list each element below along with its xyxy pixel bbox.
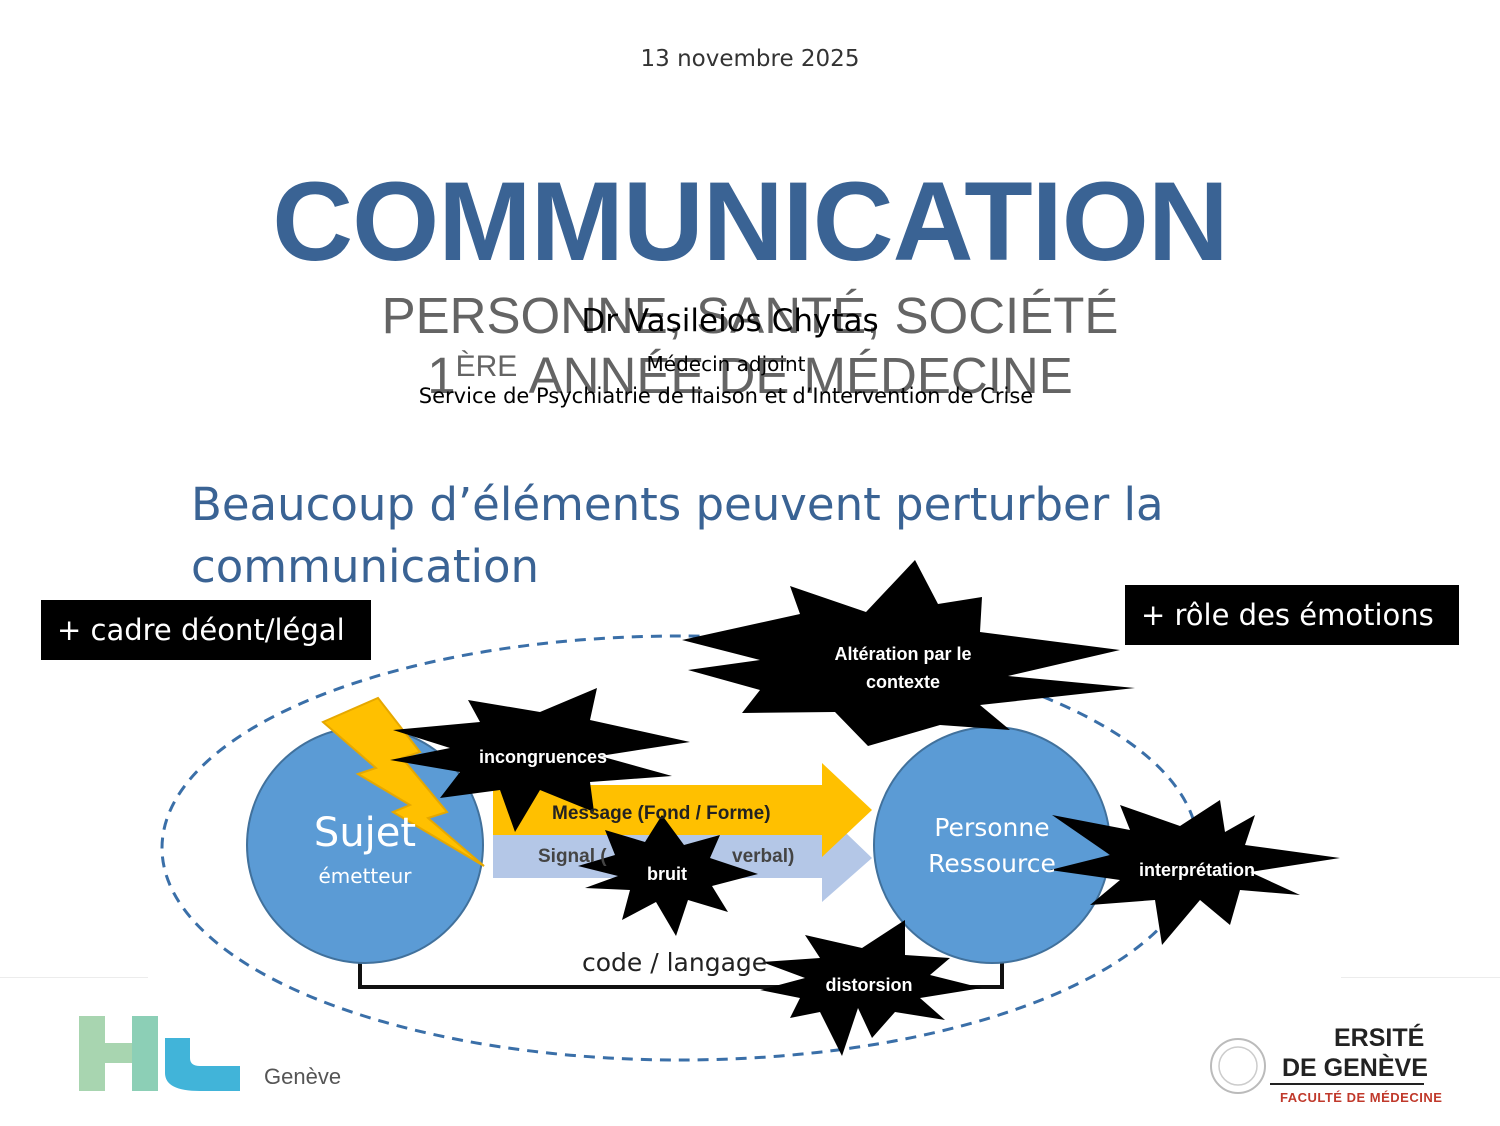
presentation-title: COMMUNICATION: [272, 159, 1228, 284]
signal-label-end: verbal): [732, 846, 794, 867]
receiver-line2: Ressource: [928, 849, 1056, 878]
course-year-number: 1: [427, 347, 456, 404]
signal-label-start: Signal (: [538, 846, 607, 867]
author-name: Dr Vasileios Chytas: [581, 303, 879, 339]
starburst-distorsion: [760, 920, 982, 1056]
presentation-date: 13 novembre 2025: [640, 46, 860, 72]
alteration-label-line1: Altération par le: [834, 644, 971, 664]
slide-heading: Beaucoup d’éléments peuvent perturber la…: [191, 478, 1164, 593]
course-year-ordinal: ÈRE: [455, 350, 518, 383]
unige-seal-icon: [1210, 1038, 1424, 1094]
starburst-interpretation: [1050, 800, 1340, 945]
author-role: Médecin adjoint: [646, 352, 806, 376]
starburst-alteration: [682, 560, 1135, 746]
hug-logo: [79, 1016, 240, 1091]
incongruences-label: incongruences: [479, 747, 607, 767]
emotions-role-note: + rôle des émotions: [1125, 585, 1459, 645]
hug-city-label: Genève: [264, 1064, 342, 1089]
code-label: code / langage: [582, 948, 767, 977]
starburst-incongruences: [390, 688, 690, 832]
unige-name-line1: ERSITÉ: [1334, 1024, 1425, 1052]
interpretation-label: interprétation: [1139, 860, 1255, 880]
alteration-label-line2: contexte: [866, 672, 940, 692]
emotions-role-note-text: + rôle des émotions: [1141, 598, 1434, 632]
lightning-bolt-icon: [321, 696, 485, 867]
receiver-line1: Personne: [934, 813, 1049, 842]
course-year: 1ÈRE ANNÉE DE MÉDECINE: [0, 350, 1500, 401]
code-bracket: [358, 958, 1004, 989]
sender-title: Sujet: [314, 810, 416, 856]
distorsion-label: distorsion: [825, 975, 912, 995]
author-service: Service de Psychiatrie de liaison et d’I…: [418, 384, 1034, 408]
starburst-bruit: [578, 815, 758, 936]
sender-subtitle: émetteur: [319, 864, 413, 888]
message-label: Message (Fond / Forme): [552, 803, 771, 824]
legal-frame-note: + cadre déont/légal: [41, 600, 371, 660]
course-year-label: ANNÉE DE MÉDECINE: [517, 347, 1073, 404]
bruit-label: bruit: [647, 864, 687, 884]
unige-faculty: FACULTÉ DE MÉDECINE: [1280, 1090, 1443, 1105]
legal-frame-note-text: + cadre déont/légal: [57, 613, 345, 647]
receiver-circle: [873, 726, 1111, 964]
unige-name-line2: DE GENÈVE: [1282, 1054, 1428, 1082]
course-name: PERSONNE, SANTÉ, SOCIÉTÉ: [381, 287, 1119, 344]
